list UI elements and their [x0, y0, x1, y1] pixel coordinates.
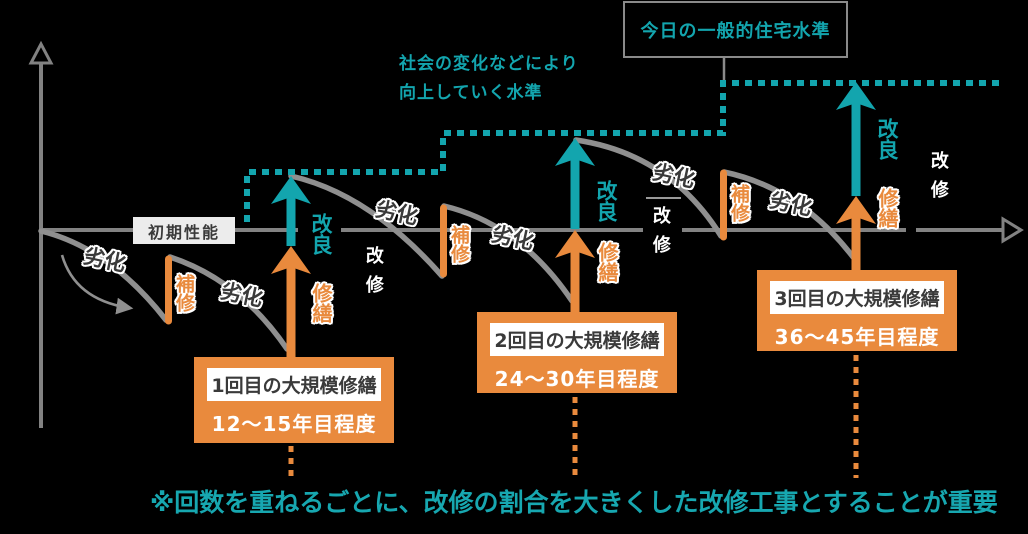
curve-5 [573, 137, 724, 239]
patch-repair-label-3: 補修 [727, 184, 750, 222]
patch-repair-label-1: 補修 [172, 274, 195, 312]
improve-arrow-2-shaft [570, 156, 580, 229]
patch-repair-ticks [165, 169, 727, 325]
footnote: ※回数を重ねるごとに、改修の割合を大きくした改修工事とすることが重要 [150, 488, 998, 517]
repair-arrow-3-head-icon [836, 196, 876, 224]
major-repair-label-2: 修繕 [595, 242, 619, 282]
curve-3 [288, 173, 445, 279]
curve-6 [721, 169, 856, 260]
major-repair-box-3: 3回目の大規模修繕 36〜45年目程度 [757, 270, 957, 351]
repair-arrow-3-shaft [851, 214, 861, 270]
major-repair-box-3-title: 3回目の大規模修繕 [770, 281, 944, 314]
improve-arrow-2-head-icon [555, 138, 595, 166]
repair-arrow-1-head-icon [271, 246, 311, 274]
major-repair-box-1-period: 12〜15年目程度 [211, 412, 377, 436]
rising-standard-dashed-line [244, 80, 999, 222]
major-repair-box-1: 1回目の大規模修繕 12〜15年目程度 [194, 357, 394, 443]
improvement-label-3: 改良 [875, 118, 900, 160]
improve-arrow-3-shaft [851, 100, 861, 196]
major-repair-box-3-period: 36〜45年目程度 [774, 325, 940, 349]
decline-direction-arrow-icon [60, 254, 134, 315]
todays-standard-label: 今日の一般的住宅水準 [640, 20, 831, 42]
patch-repair-label-2: 補修 [447, 225, 470, 263]
major-repair-box-1-title: 1回目の大規模修繕 [207, 368, 381, 401]
renovation-label-2: 改修 [649, 206, 671, 264]
major-repair-label-1: 修繕 [309, 283, 333, 323]
improvement-label-2: 改良 [594, 180, 619, 222]
repair-arrow-2-shaft [570, 248, 580, 312]
curve-2 [167, 254, 290, 352]
renovation-label-1: 改修 [362, 246, 384, 304]
curve-4 [441, 203, 575, 304]
improve-arrow-1-shaft [286, 194, 296, 246]
repair-arrow-1-shaft [286, 264, 296, 357]
x-axis-arrowhead-icon [1001, 216, 1024, 244]
improvement-label-1: 改良 [309, 213, 334, 255]
rising-standard-note: 社会の変化などにより 向上していく水準 [399, 50, 579, 108]
major-repair-box-2-title: 2回目の大規模修繕 [490, 323, 664, 356]
curve-1 [38, 228, 169, 323]
major-repair-box-2-period: 24〜30年目程度 [494, 367, 660, 391]
major-repair-arrows [271, 196, 876, 357]
rising-standard-note-line2: 向上していく水準 [399, 83, 543, 103]
rising-standard-note-line1: 社会の変化などにより [399, 54, 579, 74]
major-repair-box-2: 2回目の大規模修繕 24〜30年目程度 [477, 312, 677, 393]
major-repair-label-3: 修繕 [875, 188, 899, 228]
y-axis-arrowhead-icon [28, 40, 54, 65]
cycle-box-droplines [288, 355, 859, 478]
repair-arrow-2-head-icon [555, 230, 595, 258]
initial-performance-label: 初期性能 [133, 217, 235, 244]
todays-standard-box: 今日の一般的住宅水準 [623, 1, 848, 58]
degradation-curves [38, 137, 856, 352]
renovation-label-3: 改修 [927, 151, 949, 209]
improvement-arrows [271, 82, 876, 246]
improve-arrow-1-head-icon [271, 176, 311, 204]
improve-arrow-3-head-icon [836, 82, 876, 110]
